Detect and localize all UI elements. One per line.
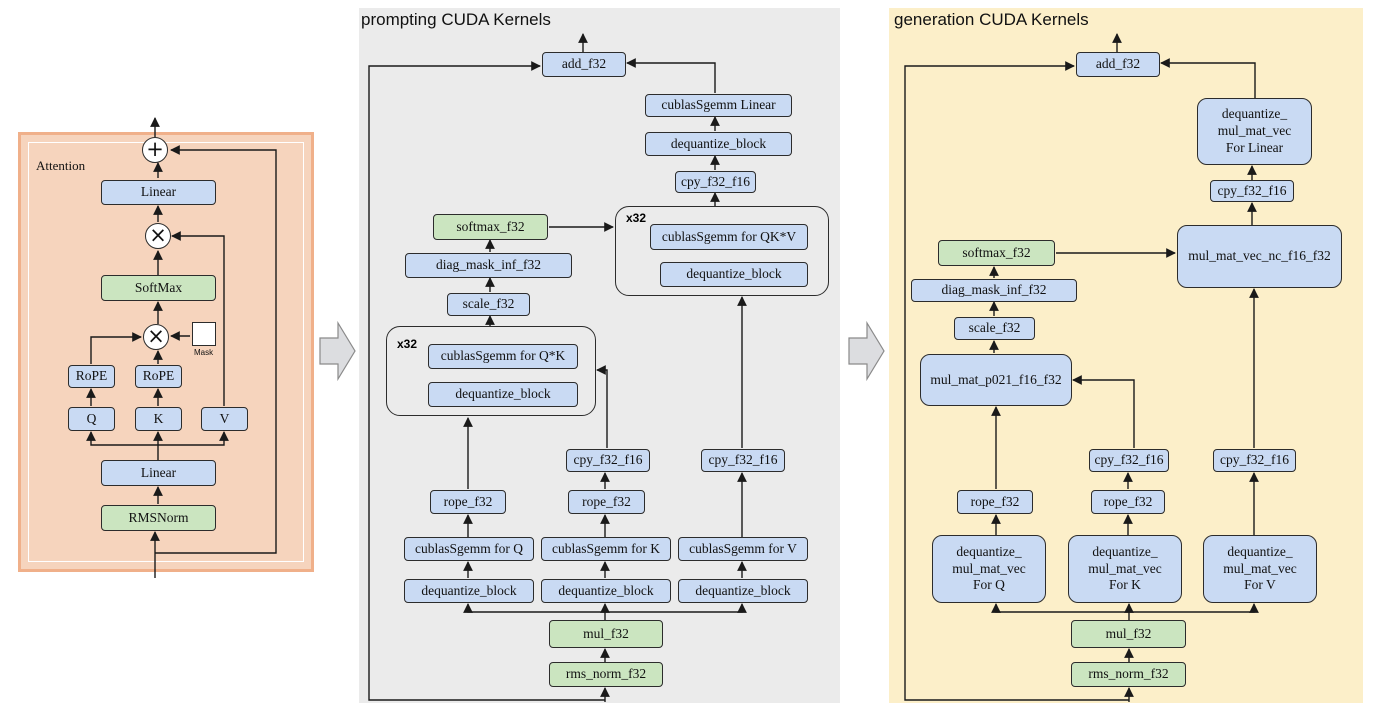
attn-q: Q: [68, 407, 115, 431]
matmul-icon: ×: [143, 324, 169, 350]
g-add: add_f32: [1076, 52, 1160, 77]
p-dequant-linear: dequantize_block: [645, 132, 792, 156]
mask-label: Mask: [194, 348, 214, 357]
matmul-icon: ×: [145, 223, 171, 249]
p-mul: mul_f32: [549, 620, 663, 648]
g-diag-mask: diag_mask_inf_f32: [911, 279, 1077, 302]
p-group-qk: x32: [386, 326, 596, 416]
p-dequant-qkv: dequantize_block: [660, 262, 808, 287]
transition-arrow-icon: [319, 320, 356, 382]
p-group-qk-label: x32: [397, 337, 418, 351]
p-dequant-k: dequantize_block: [541, 579, 671, 603]
p-gemm-v: cublasSgemm for V: [678, 537, 808, 561]
attn-linear-top: Linear: [101, 180, 216, 205]
p-dequant-q: dequantize_block: [404, 579, 534, 603]
g-softmax: softmax_f32: [938, 240, 1055, 266]
p-gemm-q: cublasSgemm for Q: [404, 537, 534, 561]
generation-title: generation CUDA Kernels: [894, 10, 1089, 29]
add-icon: +: [142, 137, 168, 163]
g-dq-v: dequantize_ mul_mat_vec For V: [1203, 535, 1317, 603]
attention-panel: [18, 132, 314, 572]
attn-v: V: [201, 407, 248, 431]
attention-label: Attention: [36, 158, 86, 173]
attn-softmax: SoftMax: [101, 275, 216, 301]
p-gemm-linear: cublasSgemm Linear: [645, 94, 792, 117]
transition-arrow-icon: [848, 320, 885, 382]
g-dq-q: dequantize_ mul_mat_vec For Q: [932, 535, 1046, 603]
p-softmax: softmax_f32: [433, 214, 548, 240]
p-cpy-top: cpy_f32_f16: [675, 171, 756, 193]
prompting-title: prompting CUDA Kernels: [361, 10, 551, 29]
attn-k: K: [135, 407, 182, 431]
g-scale: scale_f32: [954, 317, 1035, 340]
g-mul-mat-vec-nc: mul_mat_vec_nc_f16_f32: [1177, 225, 1342, 288]
p-group-qkv-label: x32: [626, 211, 647, 225]
g-dq-k: dequantize_ mul_mat_vec For K: [1068, 535, 1182, 603]
p-rope-q: rope_f32: [430, 490, 506, 514]
p-dequant-v: dequantize_block: [678, 579, 808, 603]
p-gemm-qk: cublasSgemm for Q*K: [428, 344, 578, 369]
g-dq-linear: dequantize_ mul_mat_vec For Linear: [1197, 98, 1312, 165]
g-mul: mul_f32: [1071, 620, 1186, 648]
p-diag-mask: diag_mask_inf_f32: [405, 253, 572, 278]
p-scale: scale_f32: [447, 293, 530, 316]
p-add: add_f32: [542, 52, 626, 77]
p-rope-k: rope_f32: [568, 490, 645, 514]
g-rms-norm: rms_norm_f32: [1071, 662, 1186, 687]
attn-linear-bottom: Linear: [101, 460, 216, 486]
g-cpy-k: cpy_f32_f16: [1089, 449, 1169, 472]
p-group-qkv: x32: [615, 206, 829, 296]
p-cpy-k: cpy_f32_f16: [566, 449, 650, 472]
g-cpy-v: cpy_f32_f16: [1213, 449, 1296, 472]
g-rope-q: rope_f32: [957, 490, 1033, 514]
attn-rope-q: RoPE: [68, 365, 115, 388]
g-rope-k: rope_f32: [1091, 490, 1165, 514]
g-mul-mat-p021: mul_mat_p021_f16_f32: [920, 354, 1072, 406]
p-cpy-v: cpy_f32_f16: [701, 449, 785, 472]
p-rms-norm: rms_norm_f32: [549, 662, 663, 687]
attn-rmsnorm: RMSNorm: [101, 505, 216, 531]
p-dequant-qk: dequantize_block: [428, 382, 578, 407]
p-gemm-qkv: cublasSgemm for QK*V: [650, 224, 808, 250]
attn-rope-k: RoPE: [135, 365, 182, 388]
mask-icon: [192, 322, 216, 346]
p-gemm-k: cublasSgemm for K: [541, 537, 671, 561]
g-cpy-top: cpy_f32_f16: [1210, 180, 1294, 202]
